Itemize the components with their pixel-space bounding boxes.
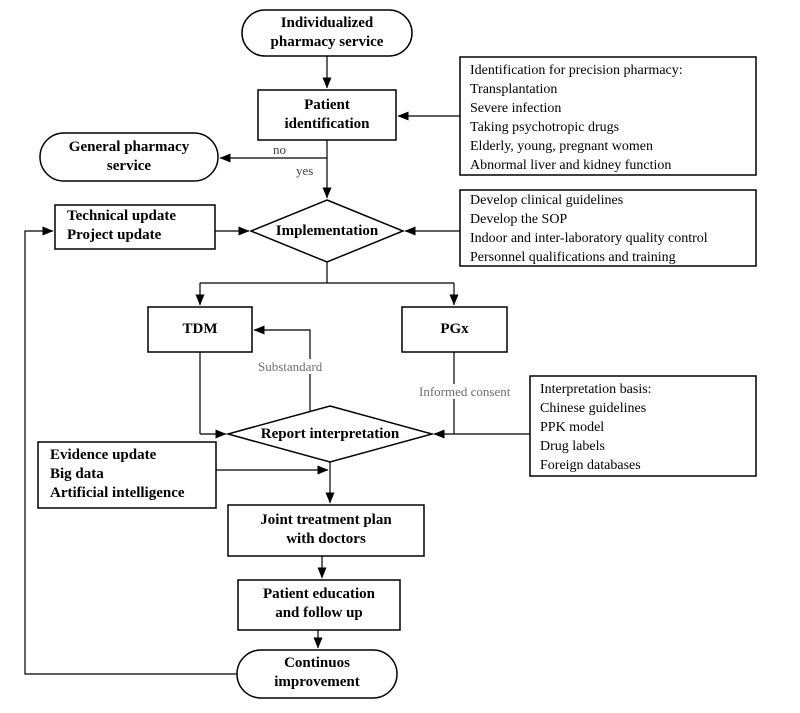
edge-label-informed-consent: Informed consent — [417, 384, 513, 399]
edge-substandard-to-tdm — [253, 325, 311, 411]
continuous-improvement-label: Continuos improvement — [274, 655, 360, 690]
continuous-improvement-shape — [236, 649, 398, 699]
identification-criteria-shape — [459, 56, 757, 176]
joint-treatment-label: Joint treatment plan with doctors — [260, 512, 392, 547]
implementation-criteria-text: Develop clinical guidelines Develop the … — [470, 193, 708, 265]
interpretation-basis-shape — [529, 375, 757, 477]
individualized-service-label: Individualized pharmacy service — [270, 15, 384, 50]
general-pharmacy-shape — [39, 132, 219, 182]
report-interpretation-diamond — [225, 405, 435, 463]
general-pharmacy-label: General pharmacy service — [68, 139, 190, 174]
pgx-shape — [401, 306, 508, 353]
report-interpretation-label: Report interpretation — [260, 426, 400, 442]
patient-identification-shape — [257, 89, 397, 141]
identification-criteria-text: Identification for precision pharmacy: T… — [470, 63, 683, 173]
implementation-diamond — [249, 199, 405, 263]
technical-update-shape — [54, 204, 216, 250]
implementation-criteria-shape — [459, 189, 757, 267]
individualized-service-shape — [241, 9, 413, 57]
edge-improvement-feedback — [24, 226, 237, 675]
patient-education-label: Patient education and follow up — [262, 586, 376, 621]
tdm-label: TDM — [182, 321, 218, 337]
interpretation-basis-text: Interpretation basis: Chinese guidelines… — [540, 382, 652, 473]
tdm-shape — [147, 306, 253, 353]
technical-update-label: Technical update Project update — [67, 208, 177, 243]
patient-education-shape — [237, 579, 401, 631]
edge-label-no: no — [271, 142, 288, 157]
patient-identification-label: Patient identification — [284, 97, 370, 132]
edge-label-yes: yes — [294, 163, 316, 178]
pgx-label: PGx — [440, 321, 469, 337]
evidence-update-shape — [37, 441, 217, 509]
evidence-update-label: Evidence update Big data Artificial inte… — [50, 447, 185, 501]
edge-label-substandard: Substandard — [256, 359, 325, 374]
joint-treatment-shape — [227, 504, 425, 557]
implementation-label: Implementation — [275, 223, 379, 239]
